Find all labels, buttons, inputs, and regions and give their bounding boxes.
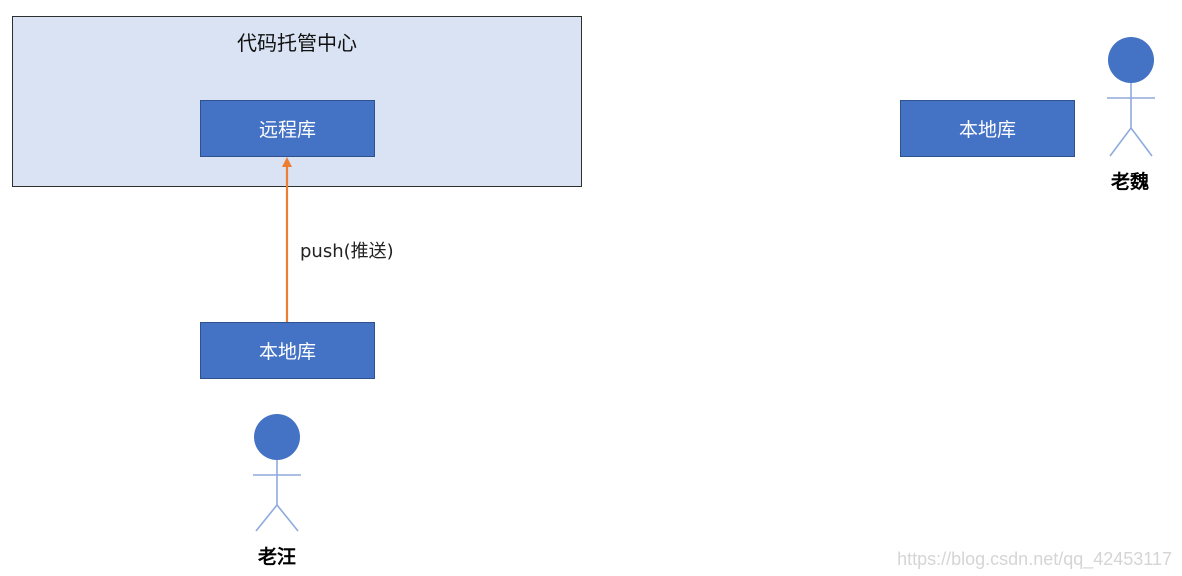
- local-repo-label-laowei: 本地库: [958, 119, 1016, 141]
- person-head-laowang: [254, 414, 300, 460]
- person-left-leg-laowei: [1109, 127, 1132, 157]
- person-icon-laowang: [253, 414, 301, 532]
- person-right-leg-laowang: [276, 504, 299, 532]
- remote-repo-box: 远程库: [200, 100, 375, 157]
- person-name-laowang: 老汪: [257, 546, 296, 568]
- person-left-leg-laowang: [255, 504, 278, 532]
- push-arrow: [282, 157, 292, 322]
- remote-repo-label: 远程库: [258, 119, 316, 141]
- push-label: push(推送): [300, 241, 394, 262]
- code-hosting-center-title: 代码托管中心: [237, 31, 357, 55]
- push-arrowhead: [282, 157, 292, 167]
- watermark-text: https://blog.csdn.net/qq_42453117: [897, 549, 1172, 569]
- person-name-laowei: 老魏: [1110, 171, 1149, 193]
- person-icon-laowei: [1107, 37, 1155, 157]
- local-repo-box-laowei: 本地库: [900, 100, 1075, 157]
- local-repo-label-laowang: 本地库: [258, 341, 316, 363]
- person-head-laowei: [1108, 37, 1154, 83]
- local-repo-box-laowang: 本地库: [200, 322, 375, 379]
- person-right-leg-laowei: [1130, 127, 1153, 157]
